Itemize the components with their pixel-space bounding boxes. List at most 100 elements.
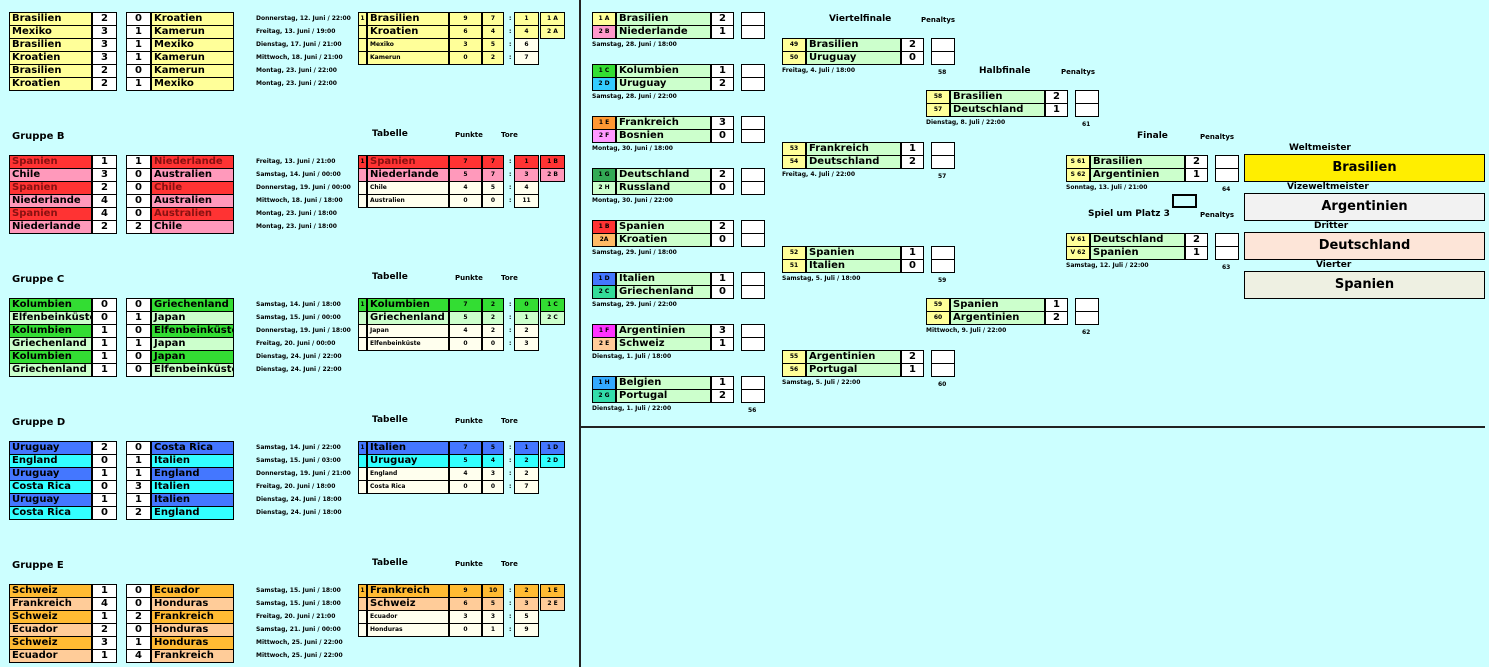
penalty-input[interactable] bbox=[1215, 233, 1239, 247]
ko-goals[interactable]: 0 bbox=[711, 129, 734, 143]
goals-away-input[interactable]: 0 bbox=[126, 207, 151, 221]
goals-away-input[interactable]: 1 bbox=[126, 155, 151, 169]
ko-goals[interactable]: 1 bbox=[901, 246, 924, 260]
penalty-input[interactable] bbox=[931, 246, 955, 260]
goals-home-input[interactable]: 1 bbox=[92, 155, 117, 169]
penalty-input[interactable] bbox=[741, 64, 765, 78]
ko-goals[interactable]: 0 bbox=[901, 259, 924, 273]
goals-home-input[interactable]: 1 bbox=[92, 337, 117, 351]
goals-home-input[interactable]: 3 bbox=[92, 25, 117, 39]
ko-goals[interactable]: 1 bbox=[711, 376, 734, 390]
goals-away-input[interactable]: 0 bbox=[126, 324, 151, 338]
penalty-input[interactable] bbox=[1075, 103, 1099, 117]
goals-home-input[interactable]: 2 bbox=[92, 623, 117, 637]
goals-away-input[interactable]: 0 bbox=[126, 194, 151, 208]
penalty-input[interactable] bbox=[1215, 246, 1239, 260]
penalty-input[interactable] bbox=[741, 181, 765, 195]
goals-away-input[interactable]: 1 bbox=[126, 311, 151, 325]
penalty-input[interactable] bbox=[931, 38, 955, 52]
ko-goals[interactable]: 2 bbox=[711, 389, 734, 403]
goals-away-input[interactable]: 2 bbox=[126, 220, 151, 234]
goals-home-input[interactable]: 3 bbox=[92, 51, 117, 65]
selection-cursor[interactable] bbox=[1172, 194, 1197, 208]
goals-away-input[interactable]: 0 bbox=[126, 298, 151, 312]
ko-goals[interactable]: 1 bbox=[901, 142, 924, 156]
penalty-input[interactable] bbox=[741, 233, 765, 247]
penalty-input[interactable] bbox=[1075, 298, 1099, 312]
penalty-input[interactable] bbox=[741, 220, 765, 234]
goals-away-input[interactable]: 1 bbox=[126, 467, 151, 481]
penalty-input[interactable] bbox=[1215, 155, 1239, 169]
goals-home-input[interactable]: 1 bbox=[92, 467, 117, 481]
ko-goals[interactable]: 2 bbox=[1185, 155, 1208, 169]
goals-home-input[interactable]: 1 bbox=[92, 584, 117, 598]
ko-goals[interactable]: 2 bbox=[901, 38, 924, 52]
ko-goals[interactable]: 2 bbox=[711, 168, 734, 182]
goals-away-input[interactable]: 2 bbox=[126, 506, 151, 520]
ko-goals[interactable]: 1 bbox=[901, 363, 924, 377]
ko-goals[interactable]: 2 bbox=[901, 155, 924, 169]
goals-home-input[interactable]: 0 bbox=[92, 506, 117, 520]
penalty-input[interactable] bbox=[1075, 90, 1099, 104]
penalty-input[interactable] bbox=[741, 25, 765, 39]
ko-goals[interactable]: 1 bbox=[1045, 298, 1068, 312]
goals-home-input[interactable]: 2 bbox=[92, 441, 117, 455]
penalty-input[interactable] bbox=[931, 155, 955, 169]
goals-home-input[interactable]: 0 bbox=[92, 454, 117, 468]
goals-home-input[interactable]: 4 bbox=[92, 207, 117, 221]
goals-away-input[interactable]: 0 bbox=[126, 12, 151, 26]
goals-away-input[interactable]: 0 bbox=[126, 584, 151, 598]
ko-goals[interactable]: 2 bbox=[711, 77, 734, 91]
goals-away-input[interactable]: 0 bbox=[126, 350, 151, 364]
ko-goals[interactable]: 2 bbox=[901, 350, 924, 364]
goals-away-input[interactable]: 0 bbox=[126, 623, 151, 637]
goals-home-input[interactable]: 1 bbox=[92, 350, 117, 364]
ko-goals[interactable]: 2 bbox=[1045, 90, 1068, 104]
goals-home-input[interactable]: 1 bbox=[92, 493, 117, 507]
goals-home-input[interactable]: 2 bbox=[92, 64, 117, 78]
goals-home-input[interactable]: 4 bbox=[92, 194, 117, 208]
ko-goals[interactable]: 0 bbox=[711, 181, 734, 195]
goals-home-input[interactable]: 2 bbox=[92, 220, 117, 234]
goals-away-input[interactable]: 4 bbox=[126, 649, 151, 663]
goals-home-input[interactable]: 1 bbox=[92, 649, 117, 663]
goals-away-input[interactable]: 0 bbox=[126, 181, 151, 195]
penalty-input[interactable] bbox=[931, 363, 955, 377]
ko-goals[interactable]: 1 bbox=[1185, 168, 1208, 182]
goals-away-input[interactable]: 0 bbox=[126, 441, 151, 455]
goals-home-input[interactable]: 4 bbox=[92, 597, 117, 611]
penalty-input[interactable] bbox=[741, 337, 765, 351]
goals-home-input[interactable]: 1 bbox=[92, 363, 117, 377]
goals-away-input[interactable]: 1 bbox=[126, 636, 151, 650]
goals-home-input[interactable]: 2 bbox=[92, 181, 117, 195]
goals-away-input[interactable]: 0 bbox=[126, 363, 151, 377]
penalty-input[interactable] bbox=[741, 376, 765, 390]
goals-away-input[interactable]: 1 bbox=[126, 454, 151, 468]
penalty-input[interactable] bbox=[1075, 311, 1099, 325]
penalty-input[interactable] bbox=[931, 350, 955, 364]
ko-goals[interactable]: 0 bbox=[711, 233, 734, 247]
ko-goals[interactable]: 2 bbox=[1185, 233, 1208, 247]
goals-home-input[interactable]: 3 bbox=[92, 636, 117, 650]
penalty-input[interactable] bbox=[931, 142, 955, 156]
penalty-input[interactable] bbox=[741, 389, 765, 403]
penalty-input[interactable] bbox=[741, 129, 765, 143]
penalty-input[interactable] bbox=[741, 12, 765, 26]
goals-away-input[interactable]: 1 bbox=[126, 493, 151, 507]
penalty-input[interactable] bbox=[741, 168, 765, 182]
goals-away-input[interactable]: 1 bbox=[126, 337, 151, 351]
goals-home-input[interactable]: 0 bbox=[92, 311, 117, 325]
goals-away-input[interactable]: 1 bbox=[126, 38, 151, 52]
ko-goals[interactable]: 1 bbox=[711, 272, 734, 286]
ko-goals[interactable]: 0 bbox=[711, 285, 734, 299]
goals-away-input[interactable]: 0 bbox=[126, 64, 151, 78]
goals-home-input[interactable]: 2 bbox=[92, 77, 117, 91]
penalty-input[interactable] bbox=[741, 116, 765, 130]
ko-goals[interactable]: 1 bbox=[711, 25, 734, 39]
ko-goals[interactable]: 1 bbox=[1045, 103, 1068, 117]
goals-away-input[interactable]: 3 bbox=[126, 480, 151, 494]
ko-goals[interactable]: 2 bbox=[1045, 311, 1068, 325]
goals-away-input[interactable]: 1 bbox=[126, 25, 151, 39]
goals-away-input[interactable]: 1 bbox=[126, 51, 151, 65]
ko-goals[interactable]: 2 bbox=[711, 220, 734, 234]
